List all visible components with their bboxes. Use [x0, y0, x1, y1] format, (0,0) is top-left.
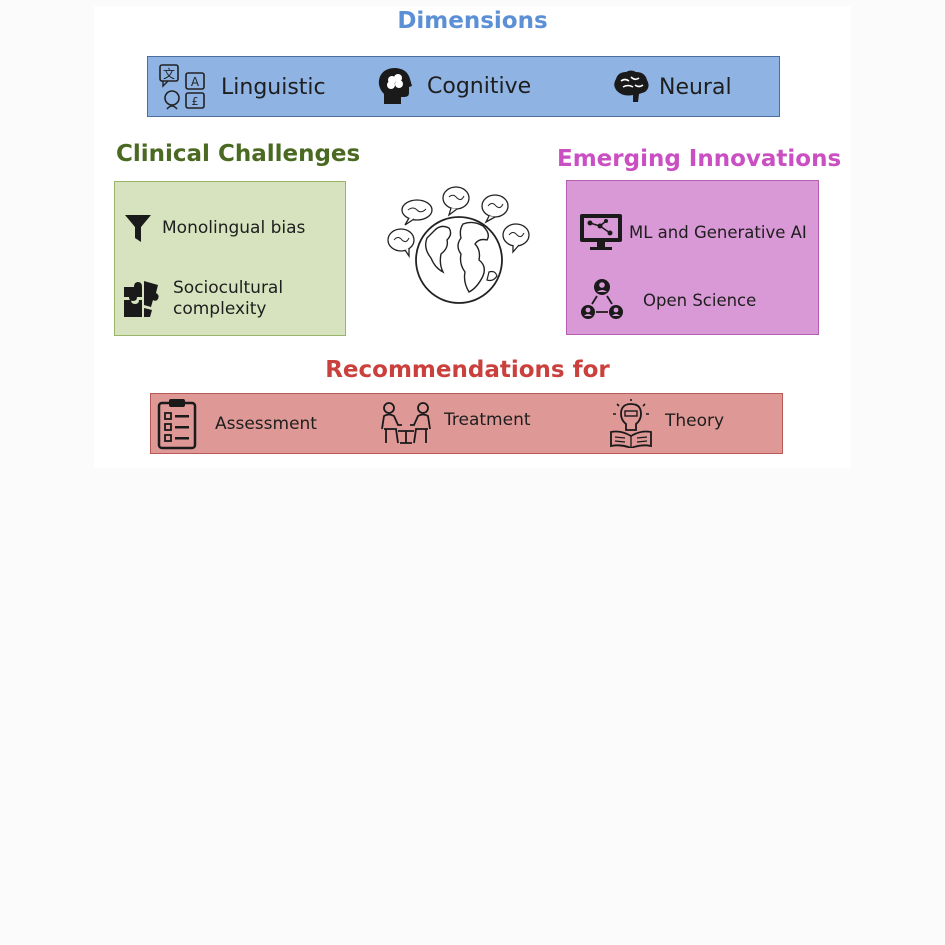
recommendation-treatment-label: Treatment [444, 410, 531, 430]
recommendation-assessment-label: Assessment [215, 414, 317, 434]
funnel-icon [125, 215, 151, 242]
innovation-open-science-label: Open Science [643, 290, 757, 310]
dimensions-box: 文 A £ Linguistic Cognitive Neural [147, 56, 780, 117]
recommendation-treatment: Treatment [378, 401, 531, 445]
svg-text:A: A [191, 75, 200, 89]
dimension-cognitive-label: Cognitive [427, 73, 532, 99]
recommendation-theory: Theory [609, 398, 724, 448]
clipboard-checklist-icon [157, 399, 197, 450]
dimension-neural: Neural [611, 69, 732, 105]
globe-speech-bubbles-icon [387, 186, 530, 304]
lightbulb-book-icon [610, 399, 652, 448]
puzzle-icon [124, 281, 159, 317]
dimension-neural-label: Neural [659, 74, 732, 100]
emerging-innovations-title: Emerging Innovations [557, 146, 842, 172]
monitor-network-icon [580, 214, 622, 250]
dimensions-title: Dimensions [397, 8, 548, 34]
two-people-talking-icon [381, 402, 431, 444]
dimension-linguistic: 文 A £ Linguistic [158, 63, 326, 111]
clinical-challenges-title: Clinical Challenges [116, 141, 361, 167]
challenge-monolingual-bias-label: Monolingual bias [162, 218, 306, 238]
innovation-ml-generative-ai: ML and Generative AI [578, 212, 807, 252]
people-network-icon [581, 279, 623, 319]
challenge-sociocultural-label: Sociocultural complexity [173, 278, 283, 320]
recommendations-box: Assessment Treatment Theory [150, 393, 783, 454]
head-brain-icon [378, 68, 412, 104]
recommendation-assessment: Assessment [155, 398, 317, 450]
dimension-cognitive: Cognitive [376, 66, 531, 106]
svg-text:文: 文 [163, 66, 175, 81]
brain-icon [614, 70, 649, 102]
challenge-sociocultural-label-line1: Sociocultural [173, 278, 284, 298]
innovation-open-science: Open Science [581, 278, 756, 322]
challenge-sociocultural-label-line2: complexity [173, 299, 267, 319]
innovation-ml-label: ML and Generative AI [629, 222, 807, 242]
recommendations-title: Recommendations for [325, 357, 610, 383]
clinical-challenges-box: Monolingual bias Sociocultural complexit… [114, 181, 346, 336]
language-translation-icon: 文 A £ [159, 64, 205, 110]
challenge-monolingual-bias: Monolingual bias [123, 212, 305, 244]
dimension-linguistic-label: Linguistic [221, 74, 326, 100]
recommendation-theory-label: Theory [665, 411, 725, 431]
emerging-innovations-box: ML and Generative AI Open Science [566, 180, 819, 335]
challenge-sociocultural-complexity: Sociocultural complexity [122, 278, 283, 320]
svg-text:£: £ [192, 95, 199, 108]
